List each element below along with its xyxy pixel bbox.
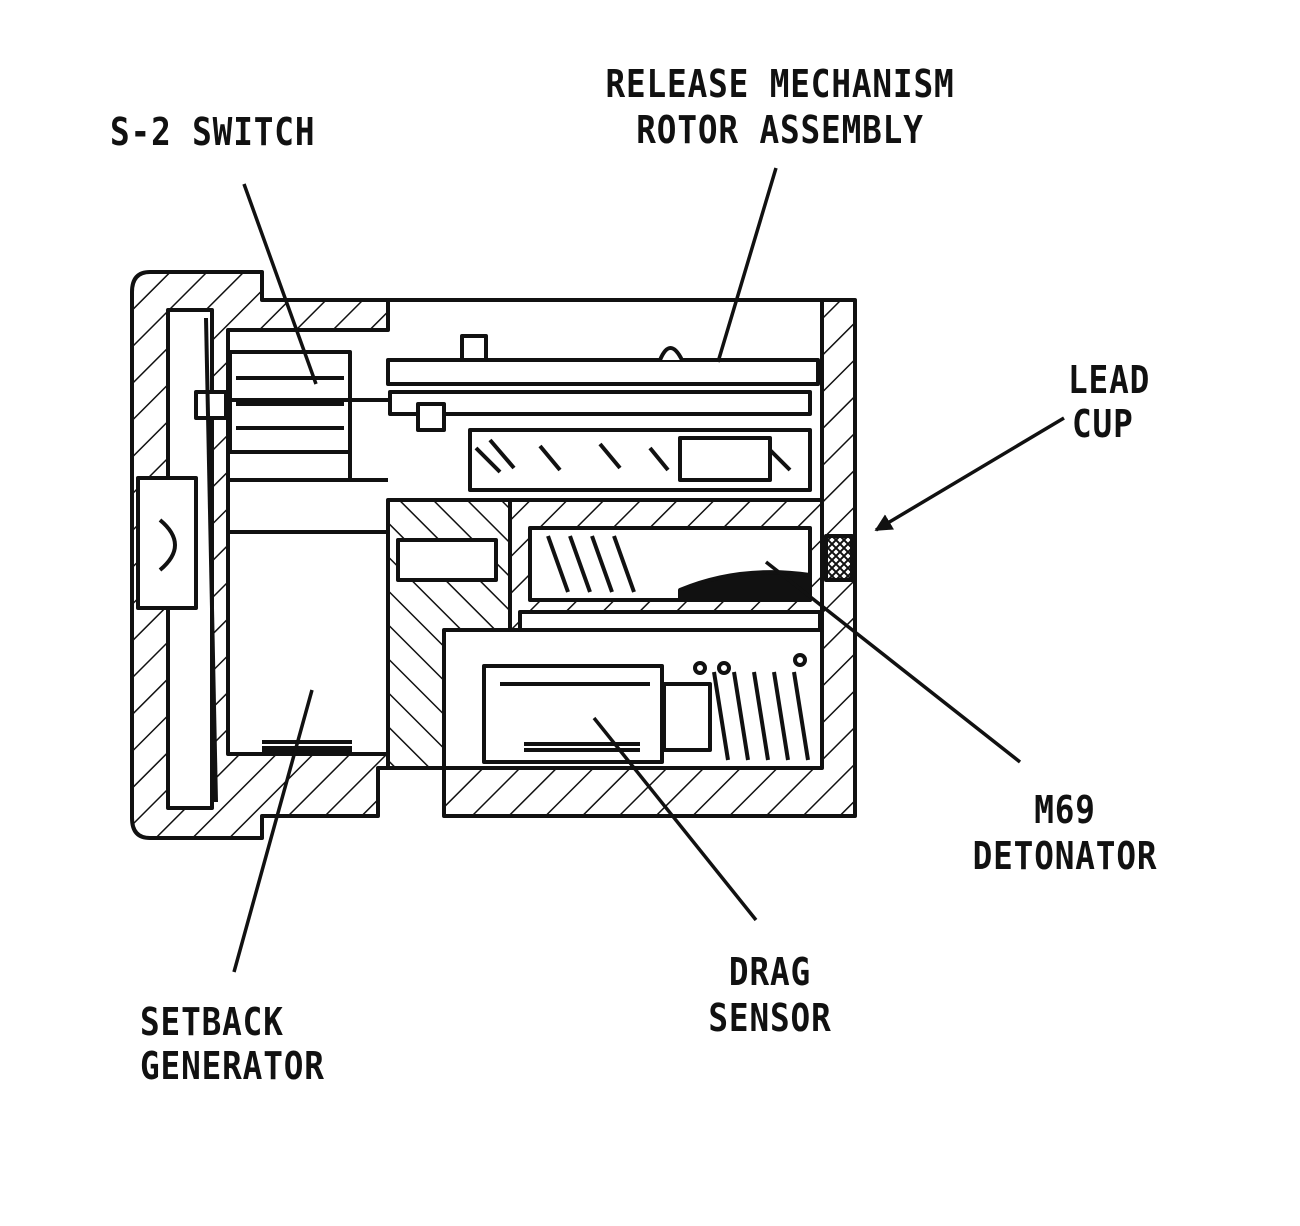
leader-release-mechanism bbox=[716, 167, 778, 363]
label-m69-detonator-line1: M69 bbox=[1034, 788, 1096, 832]
label-lead-cup-line1: LEAD bbox=[1068, 358, 1151, 402]
drag-spring bbox=[712, 671, 810, 761]
leader-lead-cup bbox=[874, 416, 1065, 532]
label-drag-sensor-line1: DRAG bbox=[728, 950, 812, 994]
drag-sensor-body bbox=[482, 664, 664, 764]
detonator-charge bbox=[678, 570, 812, 602]
setback-generator-body bbox=[226, 530, 390, 756]
label-s2-switch: S-2 SWITCH bbox=[110, 110, 316, 154]
leader-drag-sensor bbox=[592, 716, 758, 922]
lead-cup bbox=[824, 534, 854, 582]
leader-s2-switch bbox=[242, 183, 318, 385]
leader-setback-generator bbox=[232, 689, 314, 973]
label-setback-generator-line1: SETBACK bbox=[140, 1000, 284, 1044]
label-m69-detonator-line2: DETONATOR bbox=[972, 834, 1158, 878]
label-drag-sensor-line2: SENSOR bbox=[708, 996, 832, 1040]
release-mechanism-plate bbox=[386, 358, 820, 386]
label-lead-cup-line2: CUP bbox=[1072, 402, 1134, 446]
leader-m69-detonator bbox=[764, 560, 1022, 764]
label-release-mechanism-line2: ROTOR ASSEMBLY bbox=[636, 108, 924, 152]
label-release-mechanism-line1: RELEASE MECHANISM bbox=[605, 62, 955, 106]
label-setback-generator-line2: GENERATOR bbox=[140, 1044, 325, 1088]
